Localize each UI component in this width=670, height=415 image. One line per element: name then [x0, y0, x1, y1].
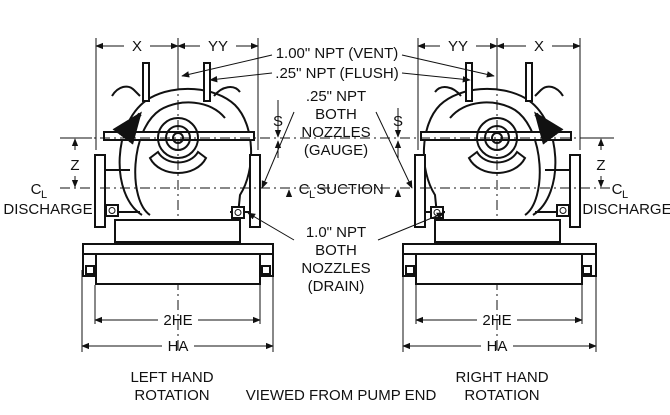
left-ha-dim: HA	[168, 338, 189, 355]
gauge-callout: .25" NPT BOTH NOZZLES (GAUGE)	[261, 88, 413, 189]
vent-flush-callouts: 1.00" NPT (VENT) .25" NPT (FLUSH)	[181, 45, 495, 83]
z-dimensions: Z Z	[62, 137, 614, 188]
svg-text:C: C	[299, 181, 310, 198]
right-ha-dim: HA	[487, 338, 508, 355]
svg-text:L: L	[41, 189, 47, 201]
left-2he-dim: 2HE	[163, 312, 192, 329]
right-z-dim: Z	[596, 157, 605, 174]
drain-callout: 1.0" NPT BOTH NOZZLES (DRAIN)	[247, 212, 445, 295]
svg-text:L: L	[309, 189, 315, 201]
left-caption-line2: ROTATION	[134, 387, 209, 404]
svg-text:1.0" NPT: 1.0" NPT	[306, 224, 366, 241]
right-yy-dim: YY	[448, 38, 468, 55]
right-hand-pump	[402, 38, 597, 352]
left-x-dim: X	[132, 38, 142, 55]
right-x-dim: X	[534, 38, 544, 55]
captions: LEFT HAND ROTATION VIEWED FROM PUMP END …	[130, 369, 548, 404]
left-discharge-label: DISCHARGE	[3, 201, 92, 218]
svg-text:C: C	[31, 181, 42, 198]
right-caption-line2: ROTATION	[464, 387, 539, 404]
svg-text:NOZZLES: NOZZLES	[301, 124, 370, 141]
s-dimensions: S S	[273, 100, 403, 158]
svg-text:.25" NPT: .25" NPT	[306, 88, 366, 105]
right-discharge-label: DISCHARGE	[582, 201, 670, 218]
svg-text:L: L	[622, 189, 628, 201]
vent-label: 1.00" NPT (VENT)	[276, 45, 399, 62]
svg-text:(DRAIN): (DRAIN)	[308, 278, 365, 295]
centerline-labels: C L DISCHARGE C L SUCTION C L DISCHARGE	[3, 181, 670, 218]
center-caption: VIEWED FROM PUMP END	[246, 387, 437, 404]
svg-text:(GAUGE): (GAUGE)	[304, 142, 368, 159]
bottom-dimensions: 2HE HA 2HE HA	[81, 312, 597, 355]
svg-text:C: C	[612, 181, 623, 198]
left-caption-line1: LEFT HAND	[130, 369, 213, 386]
left-z-dim: Z	[70, 157, 79, 174]
centerlines	[60, 137, 612, 189]
suction-label: SUCTION	[316, 181, 384, 198]
svg-text:NOZZLES: NOZZLES	[301, 260, 370, 277]
left-hand-pump	[81, 38, 274, 352]
right-2he-dim: 2HE	[482, 312, 511, 329]
right-caption-line1: RIGHT HAND	[455, 369, 548, 386]
svg-text:BOTH: BOTH	[315, 242, 357, 259]
top-dimensions: X YY YY X	[95, 38, 581, 55]
svg-text:BOTH: BOTH	[315, 106, 357, 123]
flush-label: .25" NPT (FLUSH)	[275, 65, 398, 82]
left-yy-dim: YY	[208, 38, 228, 55]
